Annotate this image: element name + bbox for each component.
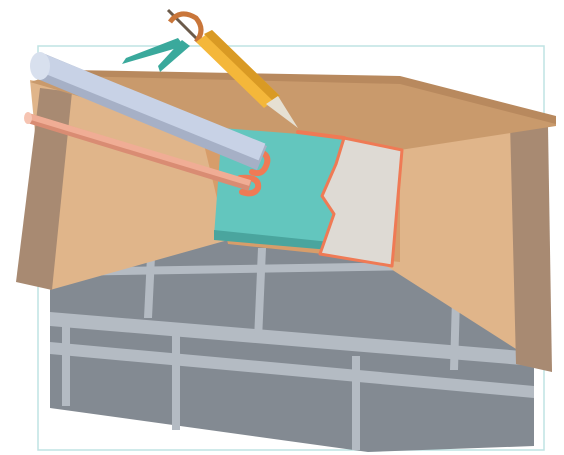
caulking-illustration bbox=[0, 0, 564, 455]
